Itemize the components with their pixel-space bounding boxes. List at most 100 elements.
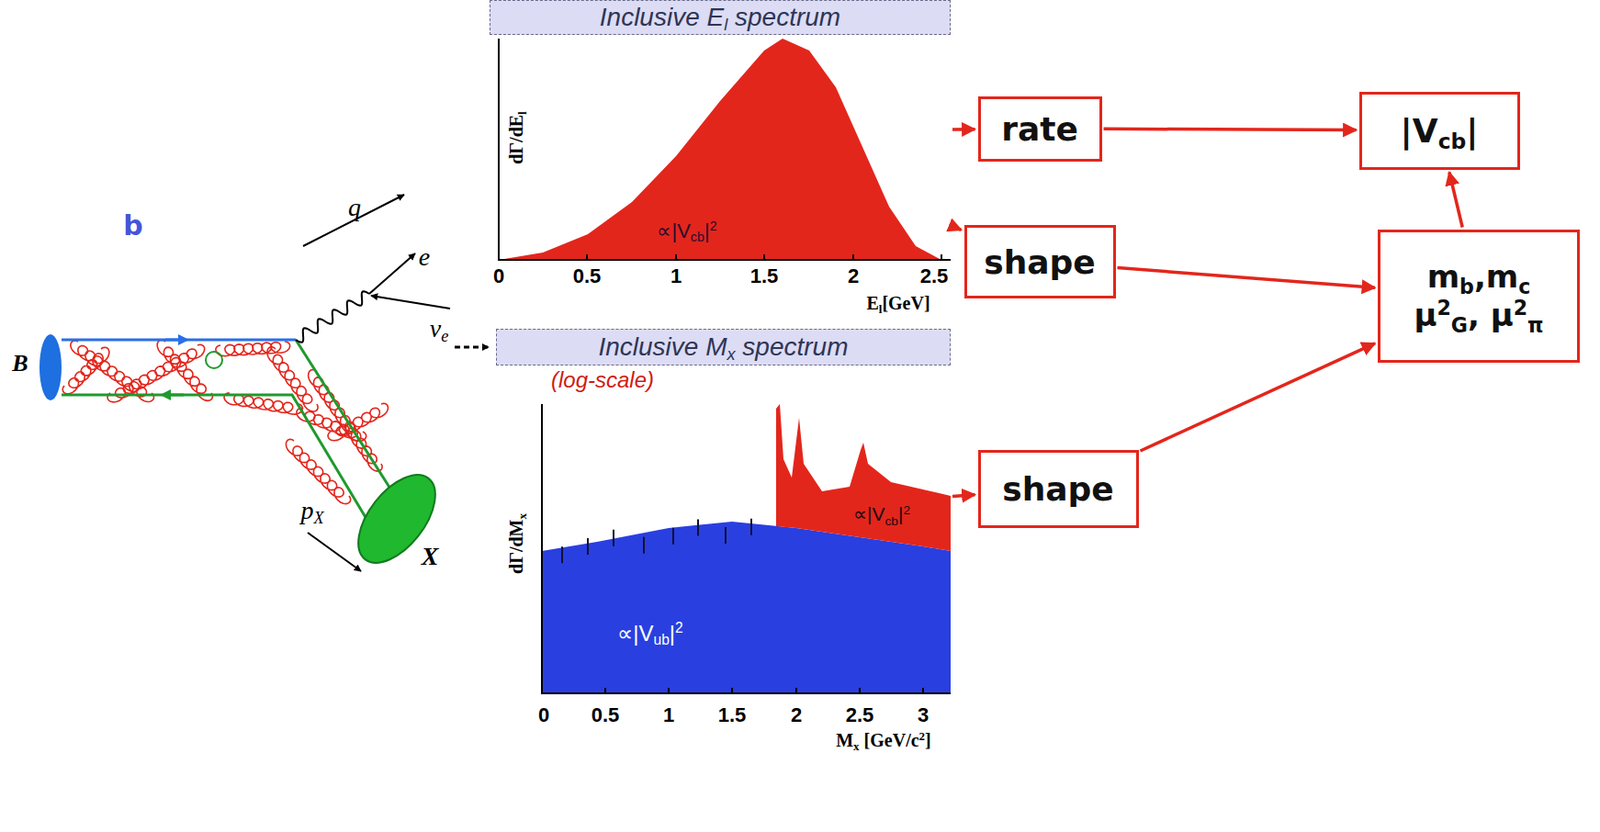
flow-arrow <box>1449 172 1463 228</box>
text-run: l <box>723 15 728 34</box>
text-run: 2 <box>1436 295 1451 320</box>
flow-arrow <box>952 127 976 132</box>
text-run: x <box>515 513 530 520</box>
title-band: Inclusive Mx spectrum <box>495 328 951 366</box>
gluon-line <box>267 347 318 412</box>
c-quark-line <box>295 339 395 496</box>
text-run: X <box>313 508 324 528</box>
gluon-line <box>70 340 155 403</box>
process-box: shape <box>978 450 1139 529</box>
tick-label: 1.5 <box>750 265 779 288</box>
tick-label: 0.5 <box>573 265 602 288</box>
tick-label: 1.5 <box>718 704 747 727</box>
tick-label: 1 <box>670 265 682 288</box>
axis-title: dΓ/dEl <box>506 111 527 165</box>
spectrum-spike <box>672 528 675 545</box>
plot-title: Inclusive El spectrum <box>599 2 841 33</box>
tick-label: 0.5 <box>591 704 620 727</box>
spectrum-spikes <box>562 518 752 564</box>
box-text: shape <box>983 241 1096 283</box>
plot-title: Inclusive Mx spectrum <box>597 332 848 362</box>
tick-label: 2.5 <box>845 704 875 727</box>
spectrum-fill <box>498 38 942 260</box>
tick-label: 2 <box>790 704 802 727</box>
box-text: rate <box>1001 108 1079 150</box>
spectrum-spike <box>724 527 727 544</box>
text-run: cb <box>884 514 898 529</box>
axis-ticks <box>498 254 942 260</box>
process-box: rate <box>978 96 1103 162</box>
hadron-label: X <box>421 542 440 572</box>
curve-label: ∝|Vcb|2 <box>656 220 717 243</box>
text-run: 2 <box>675 619 684 636</box>
process-box: shape <box>964 225 1116 299</box>
pointer-arrow <box>454 346 489 350</box>
plot-axes <box>498 38 951 260</box>
spectrum-spike <box>612 529 615 547</box>
box-text: shape <box>1002 468 1115 510</box>
text-run: b <box>1459 273 1475 298</box>
spectrum-spike <box>561 546 564 564</box>
quark-label: b <box>123 210 143 241</box>
curve-label: ∝|Vub|2 <box>617 621 684 646</box>
process-box: mb,mc μ2G, μ2π <box>1377 229 1580 363</box>
gluon-line <box>327 403 388 441</box>
text-run: x <box>853 739 860 754</box>
text-run: 2 <box>1513 295 1528 320</box>
process-box: |Vcb| <box>1359 91 1521 170</box>
momentum-label: pX <box>300 496 324 526</box>
flow-arrow <box>1140 343 1376 451</box>
tick-label: 3 <box>917 704 929 727</box>
text-run: ub <box>653 631 669 648</box>
box-text: mb,mc μ2G, μ2π <box>1413 257 1544 336</box>
text-run: 2 <box>919 729 926 744</box>
axis-ticks <box>541 687 924 694</box>
gluon-line <box>215 341 291 357</box>
hadron-blob <box>343 461 451 576</box>
spectrum-spike <box>750 518 753 536</box>
spectrum-spike <box>642 537 645 554</box>
spectrum-spike <box>697 519 699 537</box>
scale-note: (log-scale) <box>551 368 654 393</box>
neutrino-line <box>371 295 451 309</box>
meson-label: B <box>11 350 28 378</box>
box-text: |Vcb| <box>1400 110 1479 152</box>
text-run: l <box>878 302 883 316</box>
text-run: 2 <box>902 503 911 518</box>
axis-title: dΓ/dMx <box>506 513 527 575</box>
gluon-group <box>62 339 388 504</box>
text-run: c <box>1518 273 1531 298</box>
w-boson <box>295 291 370 343</box>
vub-fill <box>541 521 951 694</box>
quark-loop <box>205 351 223 369</box>
tick-label: 1 <box>663 704 675 727</box>
b-quark-line <box>61 338 296 342</box>
text-run: x <box>727 345 736 364</box>
momentum-arrow <box>307 532 361 572</box>
electron-line <box>369 253 416 294</box>
curve-label: ∝|Vcb|2 <box>853 503 911 525</box>
flow-arrow <box>952 226 962 231</box>
flow-arrow <box>1104 128 1357 130</box>
axis-title: Mx [GeV/c2] <box>835 730 932 751</box>
b-meson-blob <box>39 334 62 401</box>
text-run: G <box>1451 313 1468 338</box>
text-run: e <box>440 326 449 346</box>
title-band: Inclusive El spectrum <box>489 0 951 35</box>
vcb-fill <box>776 404 951 552</box>
text-run: 2 <box>709 218 718 234</box>
momentum-label: q <box>348 193 361 223</box>
tick-label: 2 <box>847 265 859 288</box>
spectator-direction <box>165 394 184 397</box>
tick-label: 0 <box>493 265 505 288</box>
tick-label: 2.5 <box>920 265 949 288</box>
particle-label: e <box>418 243 430 272</box>
particle-label: νe <box>429 315 450 344</box>
text-run: cb <box>1438 128 1467 155</box>
tick-label: 0 <box>538 704 550 727</box>
quark-direction <box>165 338 184 342</box>
flow-arrow <box>1117 268 1376 289</box>
spectrum-spike <box>586 538 589 555</box>
text-run: cb <box>690 229 705 245</box>
